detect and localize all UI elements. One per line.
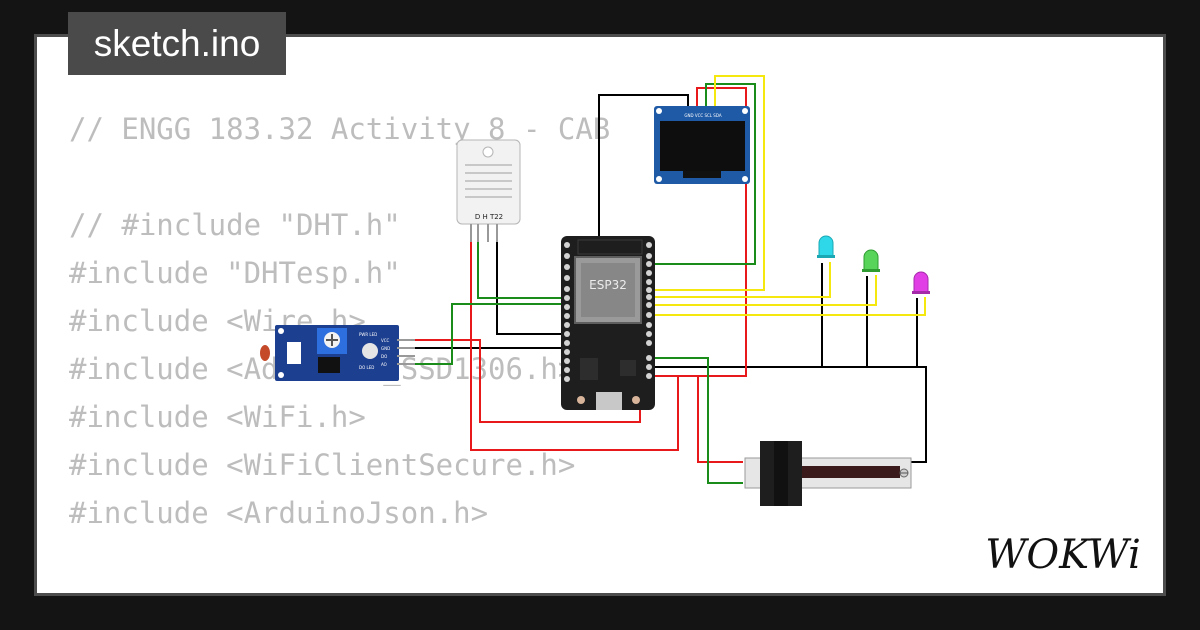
file-tab[interactable]: sketch.ino	[68, 12, 286, 75]
code-line: #include <Ticker.h>	[69, 585, 610, 593]
wokwi-logo-text: WOKWi	[985, 532, 1141, 578]
wire-yellow	[652, 75, 765, 291]
ldr-led-label: DO LED	[359, 365, 374, 370]
wire-black	[652, 366, 927, 463]
slide-potentiometer[interactable]	[744, 441, 912, 506]
dht22-sensor[interactable]: D H T22	[456, 139, 521, 242]
led-cyan[interactable]	[817, 235, 835, 258]
code-line: // ENGG 183.32 Activity 8 - CAB	[69, 112, 611, 146]
wire-yellow	[652, 275, 877, 306]
code-line: // #include "DHT.h"	[69, 208, 401, 242]
file-tab-label: sketch.ino	[93, 23, 261, 64]
wire-red	[652, 375, 743, 463]
wire-red	[652, 87, 747, 377]
wire-black	[598, 94, 689, 238]
code-line: #include <WiFiClientSecure.h>	[69, 448, 576, 482]
ldr-pin-label: VCC	[381, 338, 390, 343]
wokwi-logo: WOKWi	[985, 532, 1141, 578]
led-magenta[interactable]	[912, 271, 930, 294]
code-line: #include <ArduinoJson.h>	[69, 496, 489, 530]
wire-green	[415, 303, 570, 365]
wire-yellow	[652, 262, 831, 298]
wire-yellow	[652, 297, 926, 316]
wire-green	[652, 83, 756, 265]
ldr-sensor-module[interactable]: PWR LED DO LED VCC GND DO AO	[260, 325, 415, 381]
dht22-label: D H T22	[475, 213, 503, 221]
wire-green	[652, 357, 743, 484]
code-line: #include <WiFi.h>	[69, 400, 366, 434]
led-green[interactable]	[862, 249, 880, 272]
wire-red	[415, 339, 641, 423]
ldr-pin-label: AO	[381, 362, 387, 367]
oled-pin-labels: GND VCC SCL SDA	[684, 113, 721, 118]
ldr-led-label: PWR LED	[359, 332, 377, 337]
esp32-label: ESP32	[589, 278, 627, 292]
wire-green	[477, 240, 570, 299]
ldr-pin-label: GND	[381, 346, 390, 351]
code-line: #include "DHTesp.h"	[69, 256, 401, 290]
wire-black	[496, 240, 570, 335]
ldr-pin-label: DO	[381, 354, 387, 359]
esp32-board[interactable]: ESP32	[561, 236, 655, 410]
code-line: #include <Wire.h>	[69, 304, 366, 338]
wires	[415, 75, 927, 484]
oled-display[interactable]: GND VCC SCL SDA	[654, 106, 750, 184]
